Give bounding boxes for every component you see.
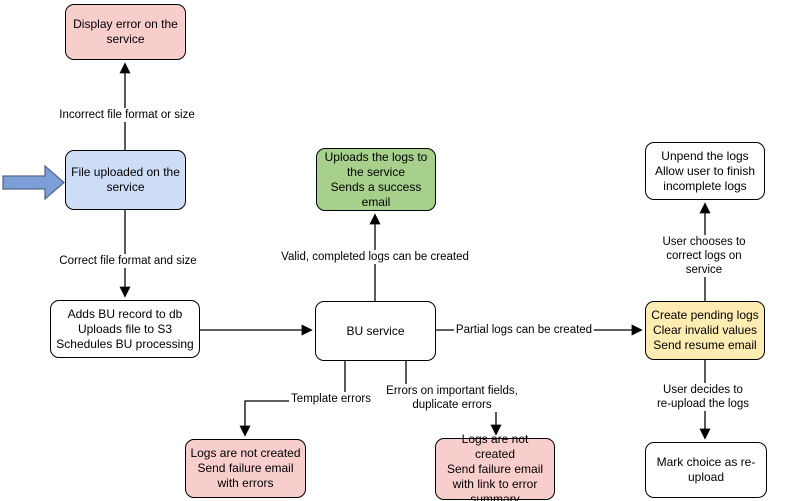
edge-label-template-errors: Template errors: [289, 392, 373, 406]
node-mark-reupload-label: Mark choice as re- upload: [656, 455, 756, 484]
node-file-uploaded[interactable]: File uploaded on the service: [65, 150, 186, 210]
edge-label-correct-on-service: User chooses to correct logs on service: [655, 235, 753, 277]
node-create-pending-logs-label: Create pending logs Clear invalid values…: [651, 308, 759, 352]
edge-label-correct-format: Correct file format and size: [57, 254, 199, 268]
node-adds-bu-record[interactable]: Adds BU record to db Uploads file to S3 …: [50, 300, 200, 358]
edge-label-important-fields: Errors on important fields, duplicate er…: [384, 384, 520, 412]
node-file-uploaded-label: File uploaded on the service: [71, 165, 180, 194]
node-logs-not-created-summary-label: Logs are not created Send failure email …: [446, 431, 544, 501]
node-unpend-logs-label: Unpend the logs Allow user to finish inc…: [654, 148, 756, 193]
node-adds-bu-record-label: Adds BU record to db Uploads file to S3 …: [56, 306, 194, 351]
node-unpend-logs[interactable]: Unpend the logs Allow user to finish inc…: [645, 142, 765, 200]
edge-label-partial-logs: Partial logs can be created: [453, 323, 595, 337]
node-uploads-logs-success-label: Uploads the logs to the service Sends a …: [324, 149, 428, 209]
edge-label-reupload-logs: User decides to re-upload the logs: [654, 383, 752, 411]
edge-label-incorrect-format: Incorrect file format or size: [57, 108, 197, 122]
node-bu-service-label: BU service: [346, 323, 405, 338]
node-logs-not-created-errors-label: Logs are not created Send failure email …: [190, 446, 301, 490]
node-uploads-logs-success[interactable]: Uploads the logs to the service Sends a …: [316, 148, 436, 211]
entry-point-arrow[interactable]: [2, 164, 65, 201]
node-create-pending-logs[interactable]: Create pending logs Clear invalid values…: [645, 301, 765, 360]
node-logs-not-created-errors[interactable]: Logs are not created Send failure email …: [185, 439, 306, 498]
edge-label-valid-logs: Valid, completed logs can be created: [279, 250, 471, 264]
node-mark-reupload[interactable]: Mark choice as re- upload: [645, 442, 767, 498]
node-display-error-label: Display error on the service: [73, 17, 178, 46]
node-bu-service[interactable]: BU service: [315, 301, 436, 361]
node-display-error[interactable]: Display error on the service: [65, 4, 186, 60]
node-logs-not-created-summary[interactable]: Logs are not created Send failure email …: [435, 432, 555, 501]
